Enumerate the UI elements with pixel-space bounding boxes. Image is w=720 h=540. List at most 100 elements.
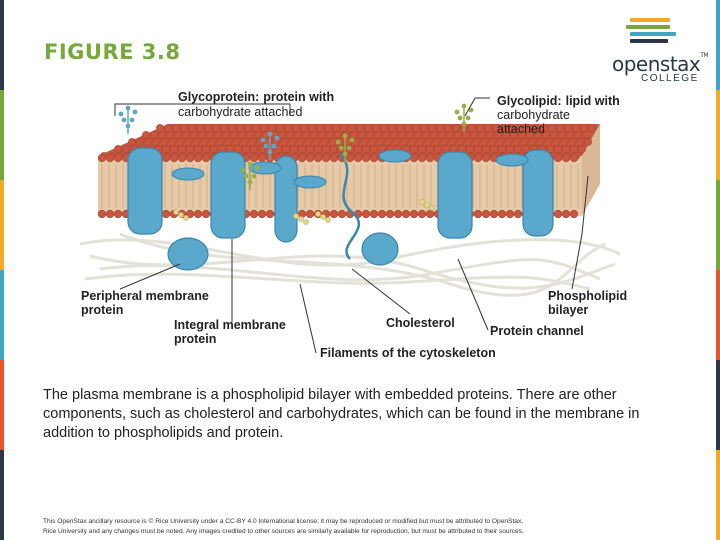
lipid-head — [564, 124, 572, 132]
lipid-head — [242, 145, 250, 153]
lipid-head — [162, 145, 170, 153]
glycolipid-carbohydrate-sugar — [349, 137, 355, 143]
lipid-head — [400, 138, 408, 146]
glycolipid-carbohydrate-sugar — [457, 115, 463, 121]
lipid-head — [401, 209, 411, 219]
lipid-head — [166, 131, 174, 139]
lipid-head — [193, 153, 203, 163]
lipid-head — [305, 153, 315, 163]
leader-peripheral-protein — [119, 263, 181, 290]
lipid-head — [476, 124, 484, 132]
lipid-head — [561, 153, 571, 163]
glycolipid-carbohydrate-sugar — [461, 103, 467, 109]
lipid-head — [506, 145, 514, 153]
lipid-head — [412, 124, 420, 132]
lipid-head — [552, 138, 560, 146]
integral-membrane-protein — [522, 149, 554, 237]
lipid-head — [554, 145, 562, 153]
lipid-head — [428, 124, 436, 132]
lipid-head — [321, 153, 331, 163]
surface-protein — [378, 149, 412, 163]
lipid-head — [228, 124, 236, 132]
label-phospholipid-bilayer: Phospholipid — [548, 289, 627, 303]
lipid-head — [322, 145, 330, 153]
leader-phospholipid-bilayer — [571, 175, 589, 290]
lipid-head — [440, 138, 448, 146]
lipid-head — [337, 209, 347, 219]
lipid-head — [257, 209, 267, 219]
lipid-head — [169, 153, 179, 163]
lipid-head — [452, 124, 460, 132]
lipid-head — [542, 131, 550, 139]
lipid-head — [276, 124, 284, 132]
lipid-head — [584, 138, 592, 146]
lipid-head — [481, 209, 491, 219]
lipid-head — [588, 124, 596, 132]
lipid-head — [464, 138, 472, 146]
lipid-head — [470, 131, 478, 139]
glycolipid-carbohydrate-sugar — [335, 139, 341, 145]
lipid-head — [425, 153, 435, 163]
glycoprotein-carbohydrate-sugar — [267, 149, 273, 155]
lipid-head — [305, 209, 315, 219]
lipid-head — [220, 124, 228, 132]
lipid-head — [216, 138, 224, 146]
lipid-head — [128, 138, 136, 146]
lipid-head — [502, 131, 510, 139]
leader-glycoprotein — [172, 103, 291, 116]
edge-color-segment — [716, 450, 720, 540]
lipid-head — [113, 153, 123, 163]
lipid-head — [417, 153, 427, 163]
cholesterol-molecule — [173, 209, 179, 215]
lipid-head — [524, 124, 532, 132]
lipid-head — [358, 131, 366, 139]
lipid-head — [274, 145, 282, 153]
lipid-head — [334, 131, 342, 139]
lipid-head — [478, 131, 486, 139]
lipid-head — [576, 138, 584, 146]
glycoprotein-carbohydrate-sugar — [118, 111, 124, 117]
glycolipid-carbohydrate-sugar — [251, 173, 257, 179]
lipid-head — [268, 124, 276, 132]
lipid-head — [472, 138, 480, 146]
license-line-2: Rice University and any changes must be … — [43, 527, 524, 535]
lipid-head — [170, 145, 178, 153]
edge-color-segment — [0, 270, 4, 360]
lipid-head — [185, 209, 195, 219]
cholesterol-molecule — [298, 216, 304, 222]
lipid-head — [482, 145, 490, 153]
lipid-head — [297, 153, 307, 163]
lipid-head — [370, 145, 378, 153]
lipid-head — [280, 138, 288, 146]
lipid-head — [300, 124, 308, 132]
lipid-head — [97, 209, 107, 219]
lipid-head — [376, 138, 384, 146]
lipid-head — [249, 209, 259, 219]
glycolipid-carbohydrate-sugar — [243, 173, 249, 179]
lipid-head — [328, 138, 336, 146]
integral-membrane-protein — [127, 147, 163, 235]
glycolipid-carbohydrate-sugar — [240, 167, 246, 173]
lipid-head — [409, 209, 419, 219]
lipid-head — [164, 124, 172, 132]
lipid-head — [284, 124, 292, 132]
lipid-head — [364, 124, 372, 132]
lipid-head — [436, 124, 444, 132]
edge-color-segment — [716, 270, 720, 360]
label-glycoprotein-term: Glycoprotein: — [178, 90, 259, 104]
license-line-1: This OpenStax ancillary resource is © Ri… — [43, 518, 524, 525]
lipid-head — [473, 153, 483, 163]
lipid-head — [288, 138, 296, 146]
left-color-edge — [0, 0, 4, 540]
lipid-head — [417, 209, 427, 219]
logo-wordmark: openstaxTM — [612, 52, 709, 76]
integral-membrane-protein — [210, 151, 246, 239]
lipid-head — [286, 131, 294, 139]
lipid-head — [310, 131, 318, 139]
glycoprotein-carbohydrate-sugar — [263, 143, 269, 149]
lipid-head — [350, 131, 358, 139]
edge-color-segment — [0, 180, 4, 270]
cholesterol-molecule — [293, 213, 299, 219]
glycolipid-carbohydrate-sugar — [468, 107, 474, 113]
lipid-head — [206, 131, 214, 139]
